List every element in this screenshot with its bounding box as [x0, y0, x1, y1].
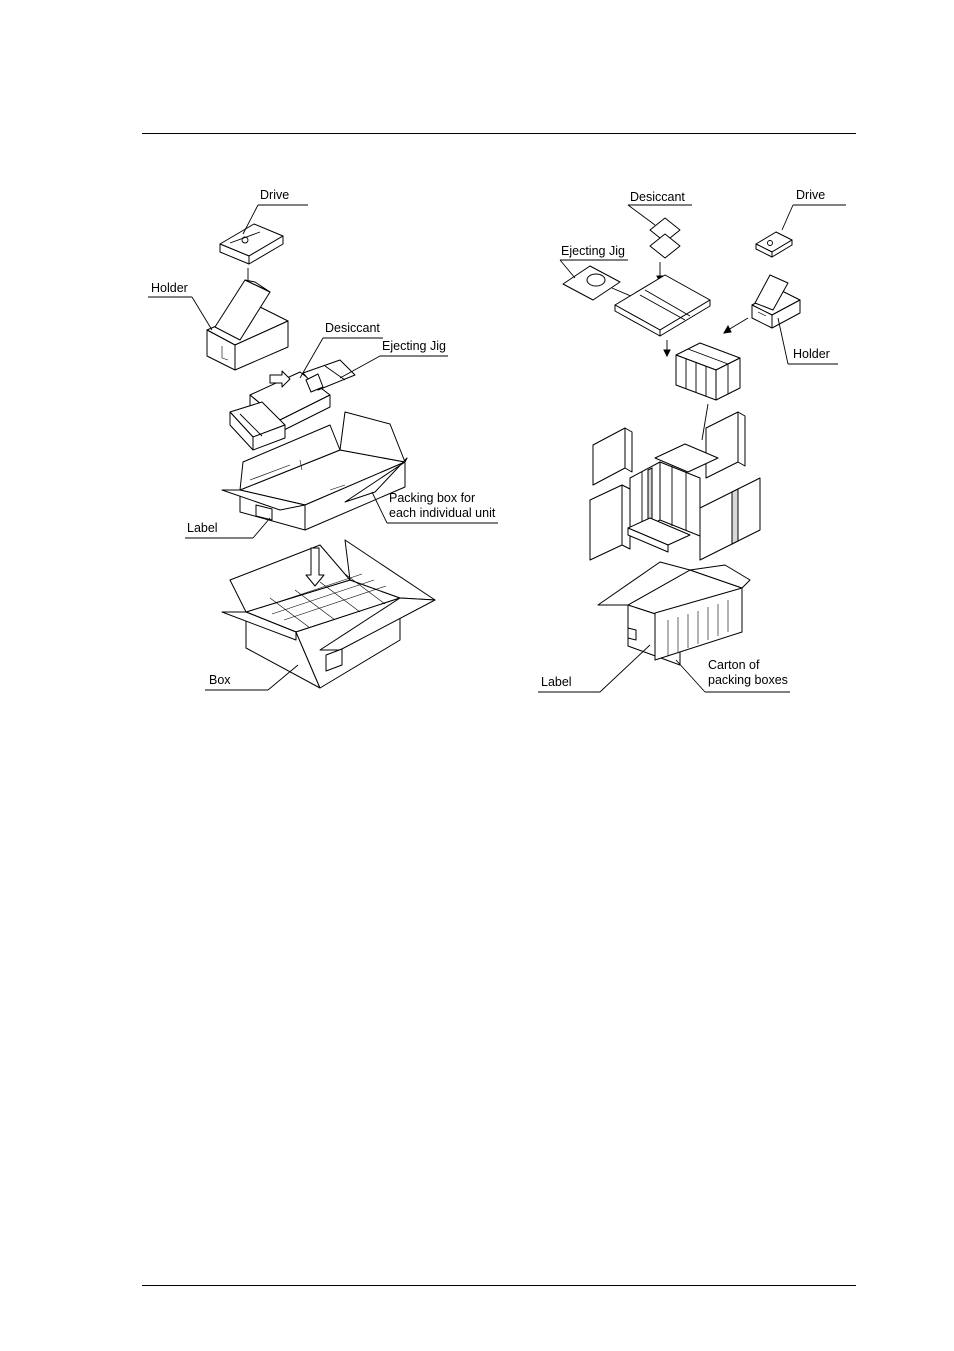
header-rule [142, 133, 856, 134]
left-shipping-box-illustration [221, 539, 436, 689]
left-tray-illustration [229, 359, 356, 451]
right-carton-label-line2: packing boxes [708, 673, 788, 687]
right-stacked-holders-illustration [675, 342, 741, 401]
left-holder-illustration [206, 279, 289, 371]
right-drive-label: Drive [796, 188, 826, 202]
right-holder-illustration [751, 274, 801, 329]
right-partitions-illustration [589, 411, 761, 561]
right-label-label: Label [541, 675, 572, 689]
right-holder-label: Holder [793, 347, 830, 361]
right-carton-label-line1: Carton of [708, 658, 760, 672]
left-ejecting-jig-label: Ejecting Jig [382, 339, 446, 353]
right-ejecting-jig-label: Ejecting Jig [561, 244, 625, 258]
right-drive-illustration [755, 231, 793, 258]
left-packing-box-label-line1: Packing box for [389, 491, 476, 505]
right-desiccant-label: Desiccant [630, 190, 685, 204]
right-desiccant-illustration [649, 217, 681, 259]
left-drive-label: Drive [260, 188, 290, 202]
left-holder-label: Holder [151, 281, 188, 295]
left-packing-box-label-line2: each individual unit [389, 506, 496, 520]
left-desiccant-label: Desiccant [325, 321, 380, 335]
footer-rule [142, 1285, 856, 1286]
left-drive-illustration [219, 223, 284, 265]
left-label-label: Label [187, 521, 218, 535]
left-packing-diagram [148, 204, 498, 691]
left-box-label: Box [209, 673, 231, 687]
right-packing-diagram [538, 204, 846, 693]
left-individual-box-illustration [221, 411, 408, 531]
right-carton-illustration [597, 561, 751, 666]
right-tray-illustration [614, 274, 711, 337]
